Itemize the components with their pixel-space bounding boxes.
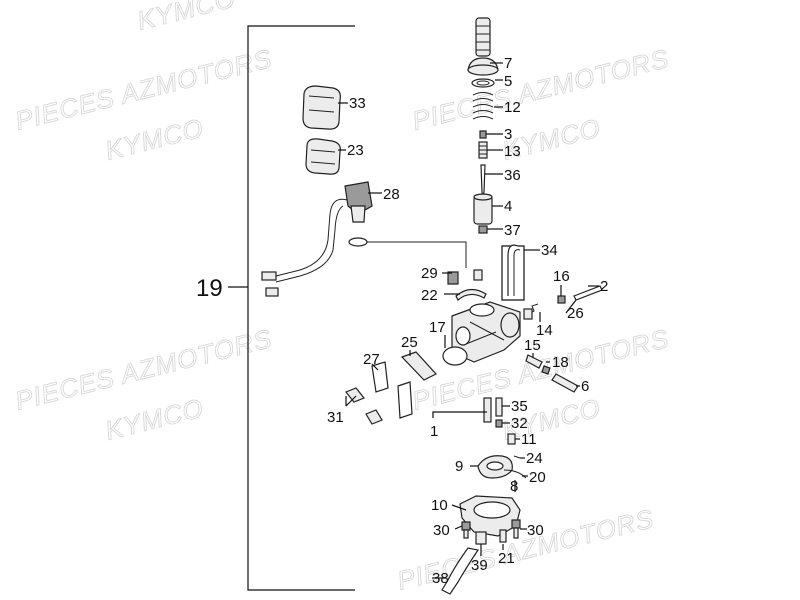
callout-10: 10 xyxy=(431,497,448,514)
callout-1: 1 xyxy=(430,423,438,440)
callout-31: 31 xyxy=(327,409,344,426)
callout-labels: 7 5 12 3 13 36 4 37 33 23 28 34 29 22 16… xyxy=(327,55,608,587)
callout-23: 23 xyxy=(347,142,364,159)
callout-39: 39 xyxy=(471,557,488,574)
callout-6: 6 xyxy=(581,378,589,395)
callout-22: 22 xyxy=(421,287,438,304)
callout-3: 3 xyxy=(504,126,512,143)
callout-35: 35 xyxy=(511,398,528,415)
part-air-screw-group xyxy=(523,285,603,320)
callout-18: 18 xyxy=(552,354,569,371)
callout-4: 4 xyxy=(504,198,512,215)
callout-24: 24 xyxy=(526,450,543,467)
callout-37: 37 xyxy=(504,222,521,239)
callout-34: 34 xyxy=(541,242,558,259)
part-bowl-screws xyxy=(461,519,521,543)
callout-15: 15 xyxy=(524,337,541,354)
callout-36: 36 xyxy=(504,167,521,184)
part-nuts xyxy=(345,387,383,425)
callout-25: 25 xyxy=(401,334,418,351)
part-clamp xyxy=(447,269,487,301)
callout-9: 9 xyxy=(455,458,463,475)
assembly-bracket: 19 xyxy=(196,25,355,591)
callout-27: 27 xyxy=(363,351,380,368)
part-cap-top xyxy=(302,85,341,130)
callout-5: 5 xyxy=(504,73,512,90)
watermark-text: KYMCO xyxy=(102,112,207,165)
callout-16: 16 xyxy=(553,268,570,285)
part-carburetor-body xyxy=(442,301,521,366)
callout-20: 20 xyxy=(529,469,546,486)
part-float xyxy=(477,455,527,479)
leader-lines xyxy=(338,62,599,579)
callout-8: 8 xyxy=(510,478,518,495)
part-jet-group xyxy=(525,354,579,393)
watermark-text: KYMCO xyxy=(134,0,239,36)
callout-32: 32 xyxy=(511,415,528,432)
watermark-text: PIECES AZMOTORS xyxy=(12,43,275,136)
part-adjuster-stack xyxy=(467,17,499,234)
callout-38: 38 xyxy=(432,570,449,587)
callout-30-right: 30 xyxy=(527,522,544,539)
callout-2: 2 xyxy=(600,278,608,295)
callout-21: 21 xyxy=(498,550,515,567)
callout-28: 28 xyxy=(383,186,400,203)
callout-13: 13 xyxy=(504,143,521,160)
watermark-text: PIECES AZMOTORS xyxy=(409,43,672,136)
part-vent-hose xyxy=(501,244,525,301)
part-cap-lower xyxy=(305,138,341,175)
callout-26: 26 xyxy=(567,305,584,322)
callout-17: 17 xyxy=(429,319,446,336)
callout-33: 33 xyxy=(349,95,366,112)
callout-11: 11 xyxy=(521,431,537,448)
callout-7: 7 xyxy=(504,55,512,72)
part-plate-studs xyxy=(371,351,437,419)
assembly-label: 19 xyxy=(196,275,223,302)
part-drain-hose xyxy=(441,547,479,595)
watermark-text: PIECES AZMOTORS xyxy=(12,323,275,416)
callout-14: 14 xyxy=(536,322,553,339)
callout-30-left: 30 xyxy=(433,522,450,539)
part-drawings xyxy=(261,17,603,595)
watermark-text: KYMCO xyxy=(102,392,207,445)
callout-12: 12 xyxy=(504,99,521,116)
callout-29: 29 xyxy=(421,265,438,282)
watermark-layer: PIECES AZMOTORS KYMCO PIECES AZMOTORS KY… xyxy=(12,0,673,596)
part-auto-choke xyxy=(261,181,373,297)
